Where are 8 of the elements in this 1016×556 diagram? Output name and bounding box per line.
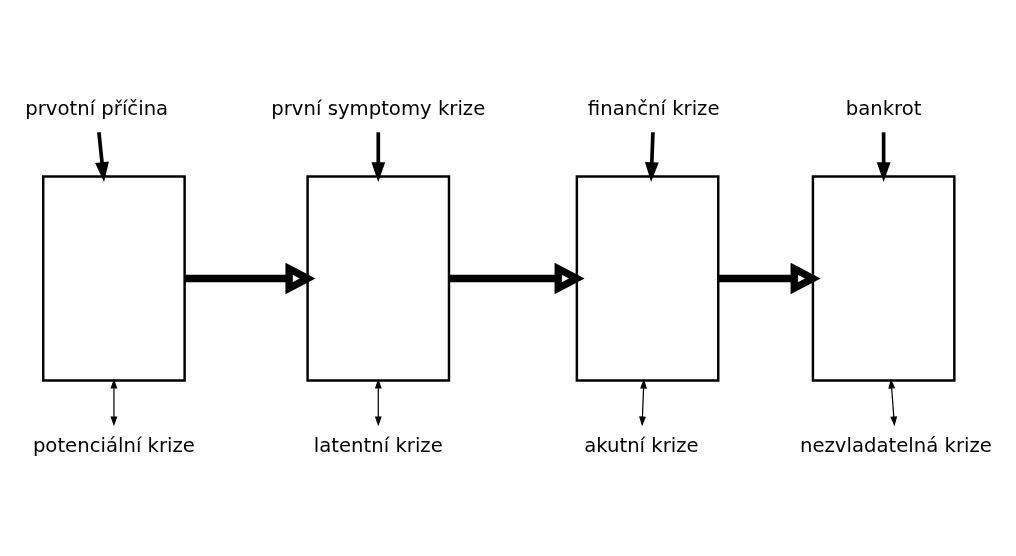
node-label: akutní krize xyxy=(584,433,699,457)
node-label: potenciální krize xyxy=(32,433,195,457)
node-label: latentní krize xyxy=(313,433,443,457)
node-text: finanční krize xyxy=(587,96,720,120)
node-label: nezvladatelná krize xyxy=(799,433,992,457)
node-text: první symptomy krize xyxy=(271,96,486,120)
node-text: prvotní příčina xyxy=(25,96,169,120)
node-text: bankrot xyxy=(845,96,922,120)
